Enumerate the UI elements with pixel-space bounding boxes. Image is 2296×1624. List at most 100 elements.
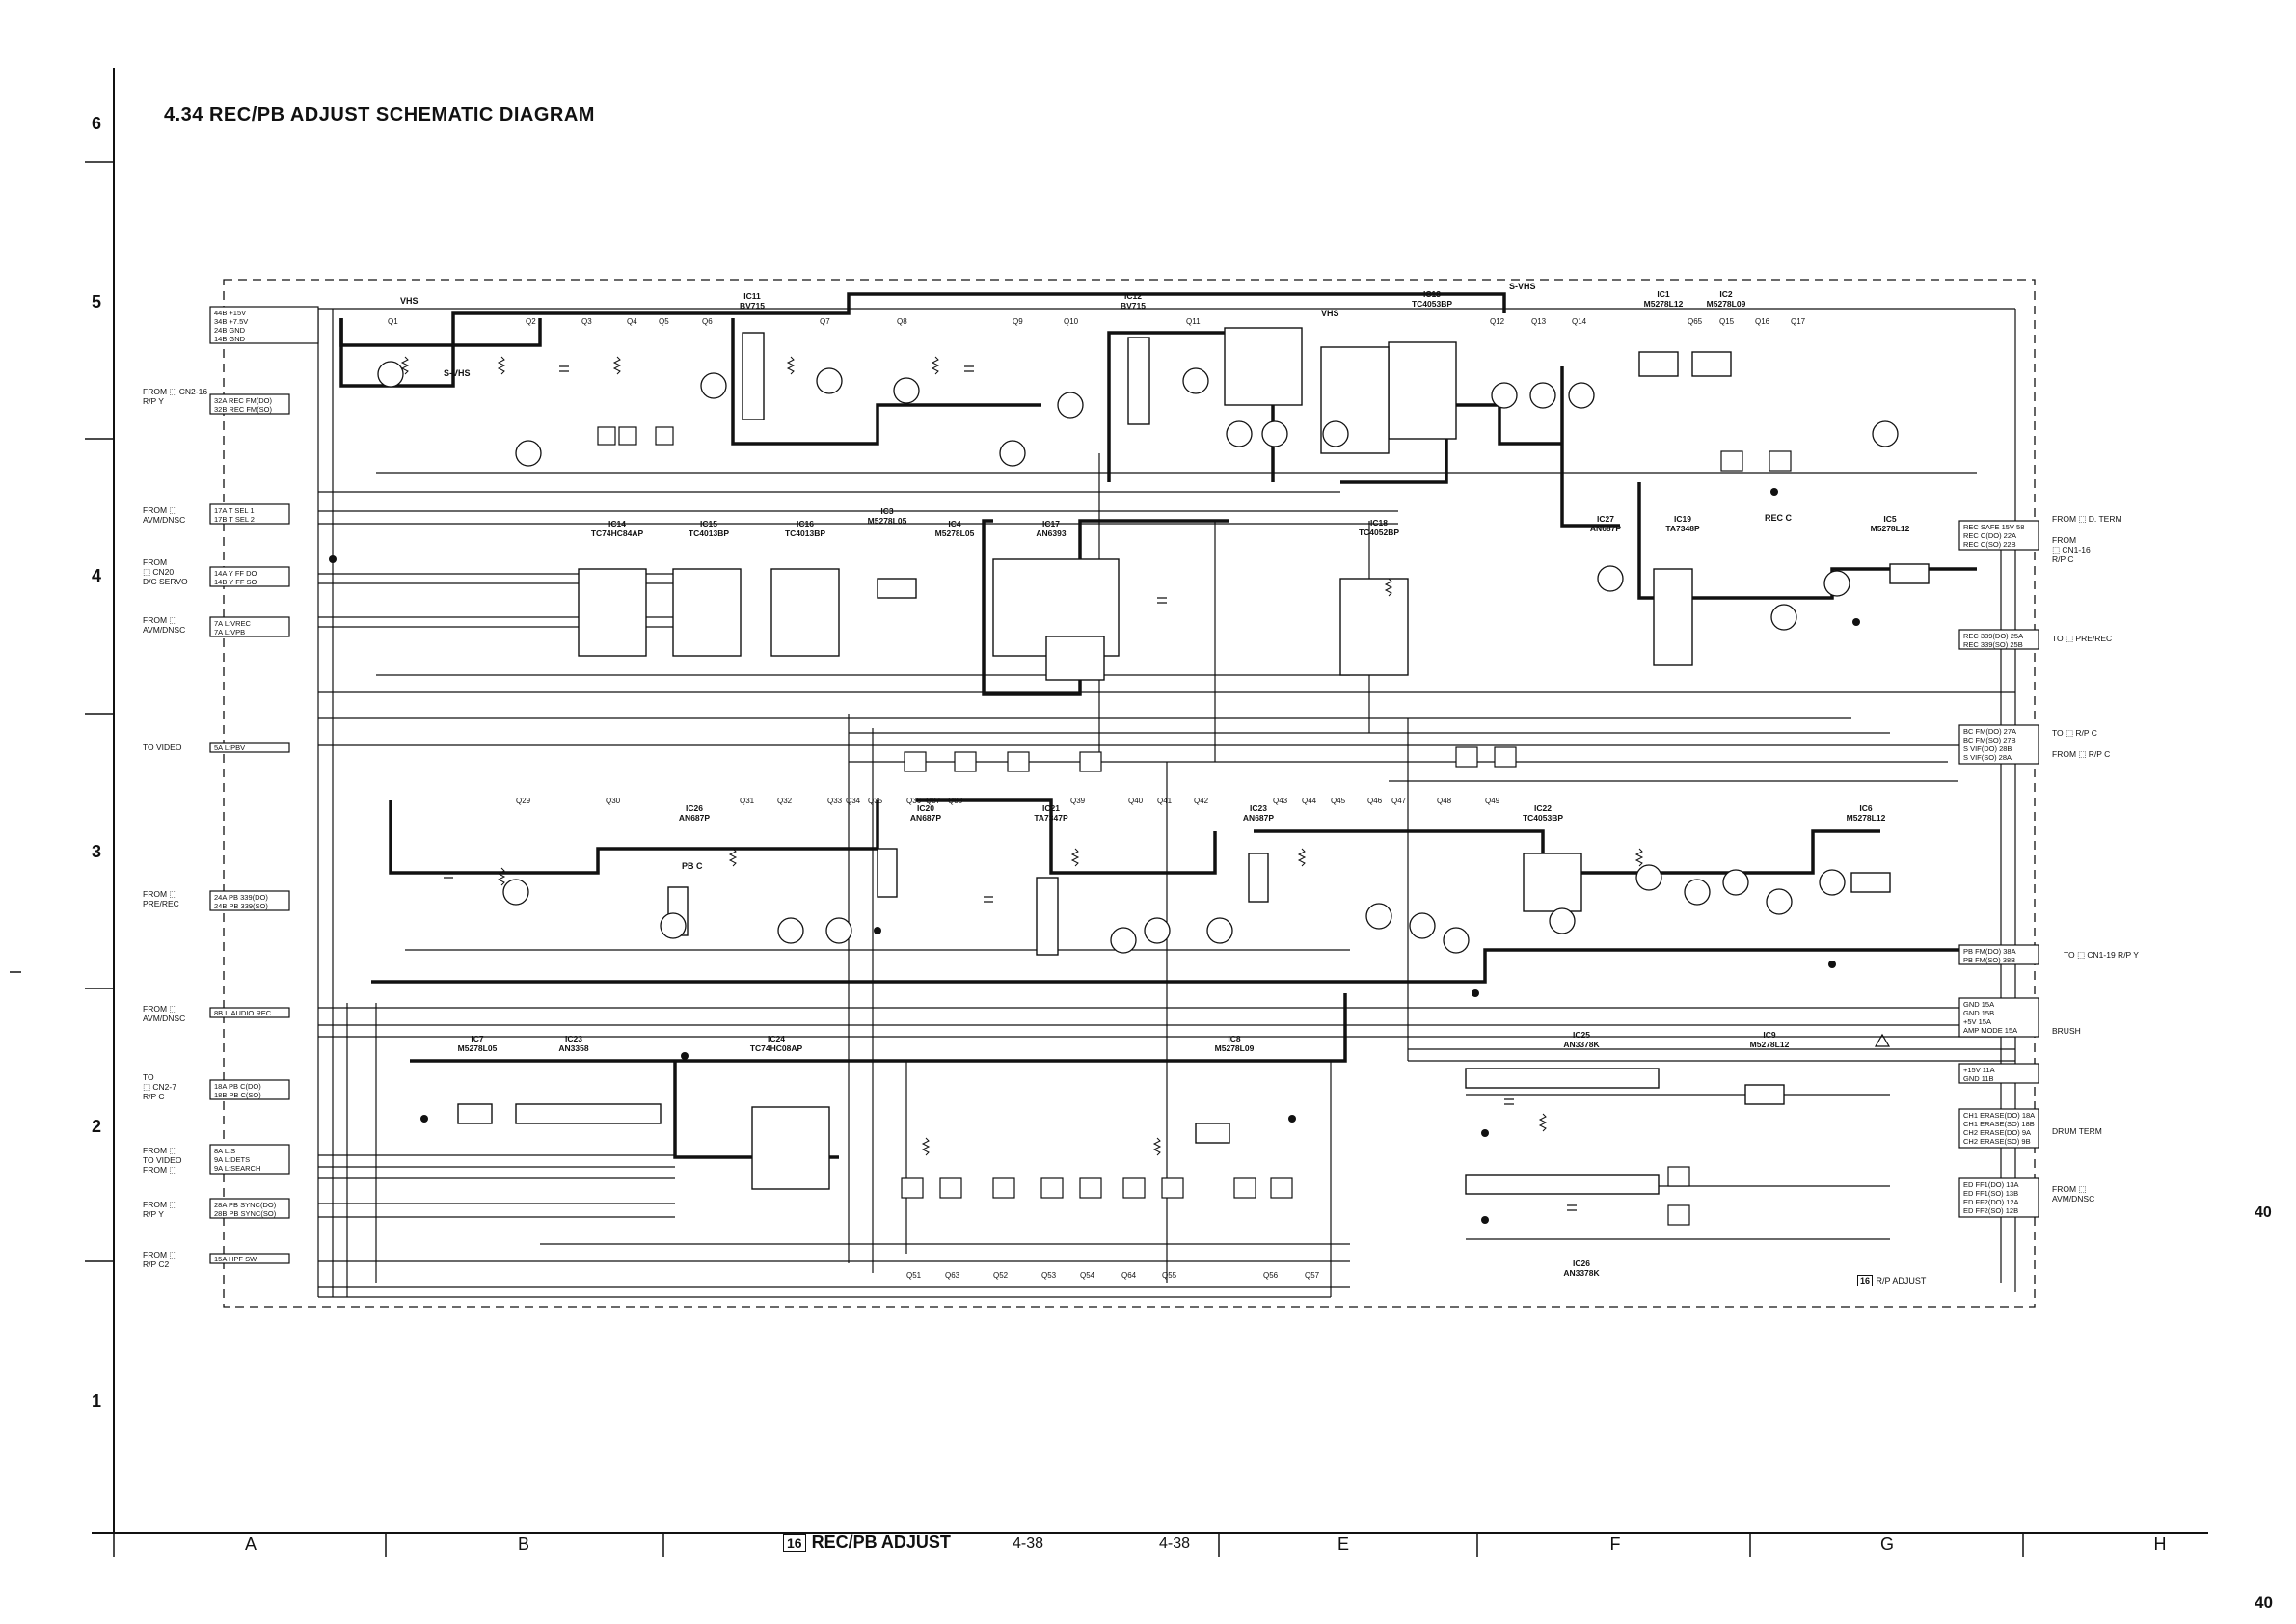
- power-pin: 44B +15V: [214, 309, 247, 317]
- connector-pin: S VIF(DO) 28B: [1963, 744, 2012, 753]
- right-connection-label: TO ⬚ CN1-19 R/P Y: [2064, 950, 2139, 960]
- right-connection-label: DRUM TERM: [2052, 1126, 2102, 1136]
- left-connection-label: FROM ⬚ CN2-16 R/P Y: [143, 387, 208, 406]
- left-connection-label: FROM ⬚ TO VIDEO FROM ⬚: [143, 1146, 182, 1175]
- board-label-text: R/P ADJUST: [1876, 1276, 1927, 1286]
- column-letter: A: [244, 1534, 257, 1554]
- footer-title-text: REC/PB ADJUST: [811, 1532, 951, 1552]
- connector-pin: 9A L:DETS: [214, 1155, 251, 1164]
- connector-pin: GND 11B: [1963, 1074, 1994, 1083]
- connector-pin: REC SAFE 15V 58: [1963, 523, 2025, 531]
- connector-pin: CH2 ERASE(SO) 9B: [1963, 1137, 2031, 1146]
- row-number: 2: [92, 1117, 102, 1136]
- connector-pin: ED FF1(DO) 13A: [1963, 1180, 2019, 1189]
- transistor-label: Q32: [777, 797, 793, 805]
- transistor-label: Q48: [1437, 797, 1452, 805]
- transistor-label: Q6: [702, 317, 713, 326]
- transistor-label: Q57: [1305, 1271, 1320, 1280]
- transistor-label: Q35: [868, 797, 883, 805]
- connector-pin: 9A L:SEARCH: [214, 1164, 261, 1173]
- transistor-label: Q31: [740, 797, 755, 805]
- side-page-number: 40: [2255, 1204, 2272, 1221]
- transistor-label: Q38: [948, 797, 963, 805]
- left-connection-label: FROM ⬚ AVM/DNSC: [143, 615, 186, 635]
- transistor-label: Q1: [388, 317, 398, 326]
- row-number: 6: [92, 114, 102, 133]
- right-connection-label: FROM ⬚ CN1-16 R/P C: [2052, 535, 2091, 564]
- connector-pin: 14A Y FF DO: [214, 569, 257, 578]
- signal-tag: S-VHS: [1509, 282, 1536, 291]
- page-title: 4.34 REC/PB ADJUST SCHEMATIC DIAGRAM: [164, 104, 595, 125]
- connector-pin: PB FM(SO) 38B: [1963, 956, 2016, 964]
- transistor-label: Q29: [516, 797, 531, 805]
- board-label-code: 16: [1857, 1275, 1874, 1286]
- connector-pin: CH1 ERASE(SO) 18B: [1963, 1120, 2035, 1128]
- left-connection-label: TO ⬚ CN2-7 R/P C: [143, 1072, 176, 1101]
- right-connection-label: TO ⬚ R/P C: [2052, 728, 2097, 738]
- left-connection-label: FROM ⬚ CN20 D/C SERVO: [143, 557, 188, 586]
- transistor-label: Q33: [827, 797, 843, 805]
- right-connection-label: FROM ⬚ AVM/DNSC: [2052, 1184, 2095, 1204]
- connector-pin: CH1 ERASE(DO) 18A: [1963, 1111, 2036, 1120]
- column-letter: H: [2153, 1534, 2167, 1554]
- transistor-label: Q36: [906, 797, 922, 805]
- transistor-label: Q14: [1572, 317, 1587, 326]
- left-connection-label: FROM ⬚ PRE/REC: [143, 889, 179, 908]
- transistor-label: Q42: [1194, 797, 1209, 805]
- connector-pin: S VIF(SO) 28A: [1963, 753, 2012, 762]
- connector-pin: CH2 ERASE(DO) 9A: [1963, 1128, 2032, 1137]
- connector-pin: REC 339(DO) 25A: [1963, 632, 2024, 640]
- transistor-label: Q51: [906, 1271, 922, 1280]
- transistor-label: Q54: [1080, 1271, 1095, 1280]
- transistor-label: Q16: [1755, 317, 1770, 326]
- left-connection-label: FROM ⬚ AVM/DNSC: [143, 505, 186, 525]
- connector-pin: REC 339(SO) 25B: [1963, 640, 2023, 649]
- right-connection-label: BRUSH: [2052, 1026, 2081, 1036]
- connector-pin: REC C(SO) 22B: [1963, 540, 2016, 549]
- connector-pin: 17A T SEL 1: [214, 506, 255, 515]
- transistor-label: Q65: [1688, 317, 1703, 326]
- transistor-label: Q63: [945, 1271, 960, 1280]
- connector-pin: +15V 11A: [1963, 1066, 1995, 1074]
- column-letter: G: [1879, 1534, 1894, 1554]
- transistor-label: Q41: [1157, 797, 1173, 805]
- connector-pin: 8B L:AUDIO REC: [214, 1009, 272, 1017]
- transistor-label: Q49: [1485, 797, 1500, 805]
- connector-pin: +5V 15A: [1963, 1017, 1991, 1026]
- transistor-label: Q34: [846, 797, 861, 805]
- transistor-label: Q2: [526, 317, 536, 326]
- transistor-label: Q37: [926, 797, 941, 805]
- left-connection-label: FROM ⬚ AVM/DNSC: [143, 1004, 186, 1023]
- board-code-box: 16: [783, 1534, 806, 1552]
- transistor-label: Q52: [993, 1271, 1009, 1280]
- column-letter: F: [1609, 1534, 1621, 1554]
- transistor-label: Q5: [659, 317, 669, 326]
- connector-pin: 8A L:S: [214, 1147, 236, 1155]
- connector-pin: 24B PB 339(SO): [214, 902, 268, 910]
- transistor-label: Q56: [1263, 1271, 1279, 1280]
- connector-pin: AMP MODE 15A: [1963, 1026, 2018, 1035]
- transistor-label: Q9: [1013, 317, 1023, 326]
- connector-pin: PB FM(DO) 38A: [1963, 947, 2016, 956]
- transistor-label: Q45: [1331, 797, 1346, 805]
- transistor-label: Q40: [1128, 797, 1144, 805]
- power-pin: 24B GND: [214, 326, 246, 335]
